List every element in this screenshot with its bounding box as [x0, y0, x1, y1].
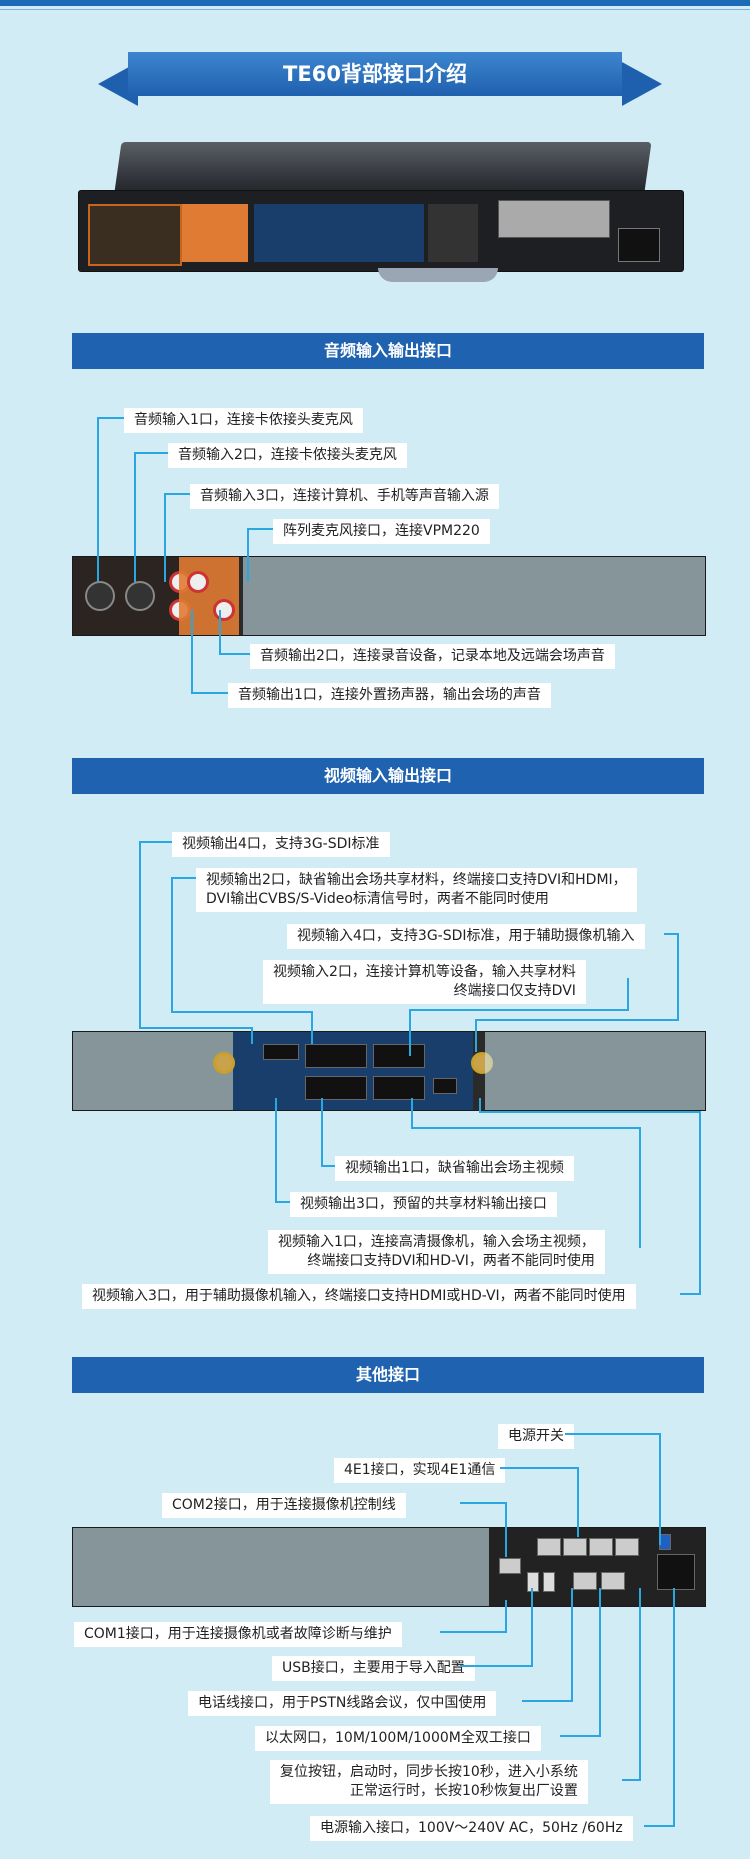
label-video-in-2: 视频输入2口，连接计算机等设备，输入共享材料 终端接口仅支持DVI: [263, 960, 586, 1004]
label-com1: COM1接口，用于连接摄像机或者故障诊断与维护: [74, 1622, 402, 1647]
label-power-input: 电源输入接口，100V～240V AC，50Hz /60Hz: [310, 1816, 633, 1841]
section-title-audio: 音频输入输出接口: [72, 333, 704, 369]
label-video-in-4: 视频输入4口，支持3G-SDI标准，用于辅助摄像机输入: [287, 924, 645, 949]
page-title: TE60背部接口介绍: [128, 52, 622, 96]
label-video-out-3: 视频输出3口，预留的共享材料输出接口: [290, 1192, 557, 1217]
label-video-in-2-line1: 视频输入2口，连接计算机等设备，输入共享材料: [273, 964, 576, 980]
section-title-other: 其他接口: [72, 1357, 704, 1393]
label-audio-in-3: 音频输入3口，连接计算机、手机等声音输入源: [190, 484, 499, 509]
label-video-in-3: 视频输入3口，用于辅助摄像机输入，终端接口支持HDMI或HD-VI，两者不能同时…: [82, 1284, 636, 1309]
label-reset-line2: 正常运行时，长按10秒恢复出厂设置: [350, 1783, 578, 1799]
label-4e1: 4E1接口，实现4E1通信: [334, 1458, 506, 1483]
label-video-out-4: 视频输出4口，支持3G-SDI标准: [172, 832, 390, 857]
banner-ribbon-right: [622, 62, 672, 106]
top-rule: [0, 0, 750, 6]
label-audio-in-2: 音频输入2口，连接卡侬接头麦克风: [168, 443, 407, 468]
label-usb: USB接口，主要用于导入配置: [272, 1656, 475, 1681]
label-video-in-1-line2: 终端接口支持DVI和HD-VI，两者不能同时使用: [307, 1253, 595, 1269]
label-video-out-2-line2: DVI输出CVBS/S-Video标清信号时，两者不能同时使用: [206, 891, 549, 907]
label-power-switch: 电源开关: [498, 1424, 574, 1449]
device-product-image: [78, 142, 684, 282]
device-panel-other: [72, 1527, 706, 1607]
label-video-in-1-line1: 视频输入1口，连接高清摄像机，输入会场主视频，: [278, 1234, 595, 1250]
label-reset-line1: 复位按钮，启动时，同步长按10秒，进入小系统: [280, 1764, 578, 1780]
label-audio-out-2: 音频输出2口，连接录音设备，记录本地及远端会场声音: [250, 644, 615, 669]
label-video-in-1: 视频输入1口，连接高清摄像机，输入会场主视频， 终端接口支持DVI和HD-VI，…: [268, 1230, 605, 1274]
label-com2: COM2接口，用于连接摄像机控制线: [162, 1493, 406, 1518]
label-ethernet: 以太网口，10M/100M/1000M全双工接口: [255, 1726, 541, 1751]
label-array-mic: 阵列麦克风接口，连接VPM220: [273, 519, 490, 544]
label-video-out-2-line1: 视频输出2口，缺省输出会场共享材料，终端接口支持DVI和HDMI，: [206, 872, 627, 888]
label-video-out-1: 视频输出1口，缺省输出会场主视频: [335, 1156, 574, 1181]
label-audio-in-1: 音频输入1口，连接卡侬接头麦克风: [124, 408, 363, 433]
device-panel-video: [72, 1031, 706, 1111]
top-rule-thin: [0, 9, 750, 10]
device-panel-audio: [72, 556, 706, 636]
label-audio-out-1: 音频输出1口，连接外置扬声器，输出会场的声音: [228, 683, 551, 708]
label-video-out-2: 视频输出2口，缺省输出会场共享材料，终端接口支持DVI和HDMI， DVI输出C…: [196, 868, 637, 912]
label-reset: 复位按钮，启动时，同步长按10秒，进入小系统 正常运行时，长按10秒恢复出厂设置: [270, 1760, 588, 1804]
label-pstn: 电话线接口，用于PSTN线路会议，仅中国使用: [188, 1691, 497, 1716]
label-video-in-2-line2: 终端接口仅支持DVI: [453, 983, 576, 999]
section-title-video: 视频输入输出接口: [72, 758, 704, 794]
